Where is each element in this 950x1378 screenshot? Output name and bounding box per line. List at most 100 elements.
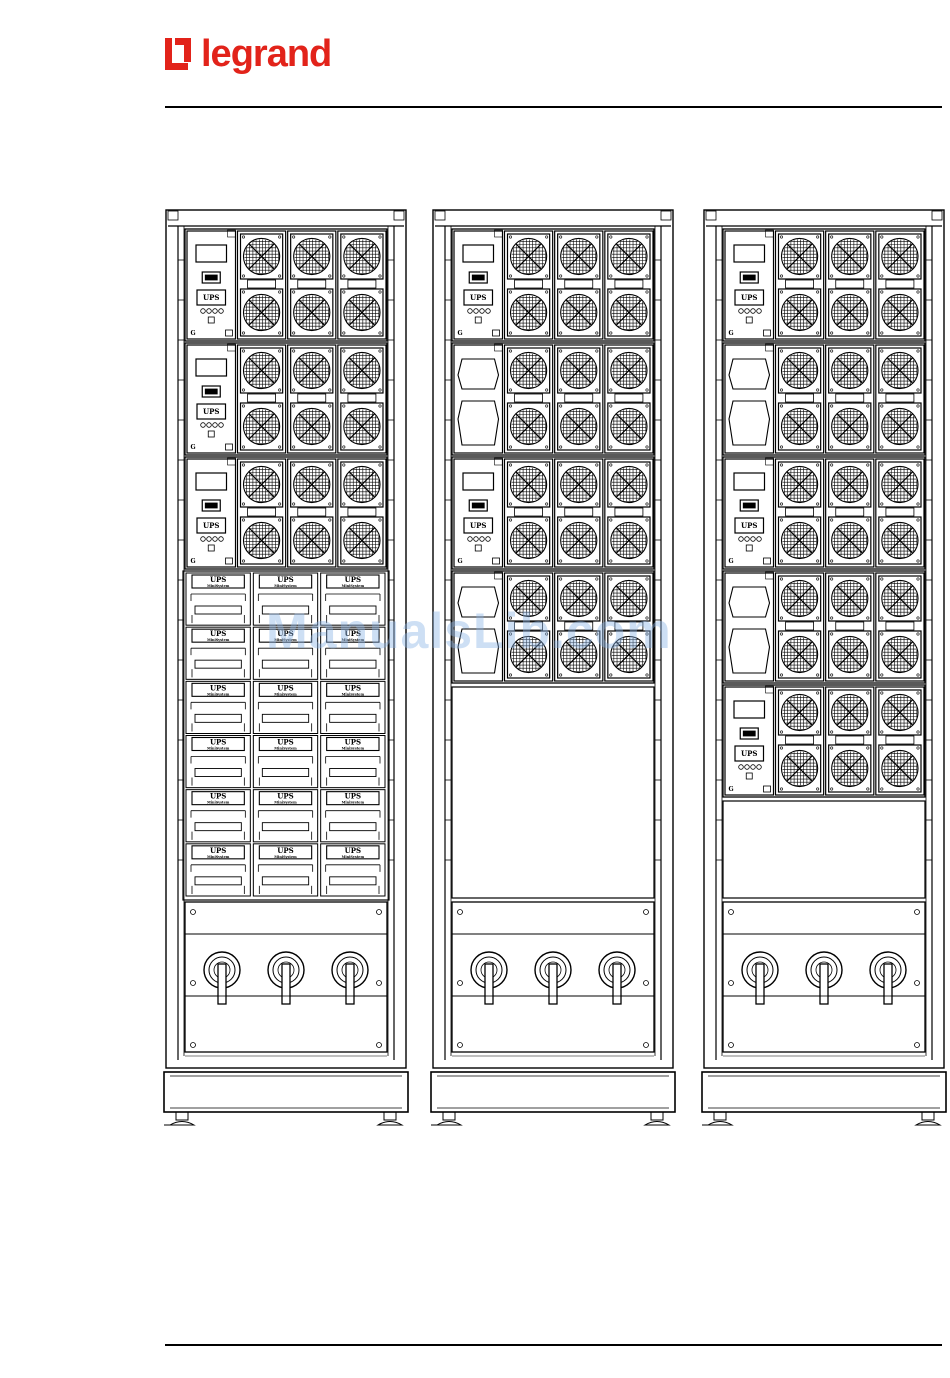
- blank-cover: [728, 400, 771, 446]
- switch-panel: [184, 901, 388, 1053]
- battery-label: UPS: [210, 683, 226, 692]
- battery-label: UPS: [210, 846, 226, 855]
- ups-blank-unit: [722, 342, 926, 456]
- blank-cover: [728, 628, 771, 674]
- svg-text:G: G: [190, 444, 195, 451]
- ups-module-label: UPS: [470, 293, 486, 302]
- battery-label: UPS: [345, 738, 361, 747]
- battery-label: UPS: [277, 792, 293, 801]
- isolator-switch: [869, 951, 907, 1005]
- battery-sublabel: MiniSystem: [274, 747, 297, 751]
- footer-rule: [165, 1344, 942, 1346]
- battery-sublabel: MiniSystem: [207, 855, 230, 859]
- watermark: ManualsLib.com: [266, 603, 672, 659]
- blank-cover: [728, 358, 771, 390]
- ups-power-unit: UPS G: [722, 456, 926, 570]
- blank-panel: [722, 800, 926, 899]
- header-rule: [165, 106, 942, 108]
- svg-text:G: G: [728, 786, 733, 793]
- ups-power-unit: UPS G: [451, 456, 655, 570]
- cabinet-plinth: [430, 1071, 676, 1126]
- battery-sublabel: MiniSystem: [274, 584, 297, 588]
- leveling-foot: [376, 1121, 404, 1126]
- battery-sublabel: MiniSystem: [342, 801, 365, 805]
- blank-cover: [457, 400, 500, 446]
- ups-blank-unit: [722, 570, 926, 684]
- battery-sublabel: MiniSystem: [274, 638, 297, 642]
- isolator-switch: [331, 951, 369, 1005]
- ups-module-label: UPS: [203, 521, 219, 530]
- isolator-switch: [741, 951, 779, 1005]
- blank-cover: [457, 358, 500, 390]
- switch-panel: [722, 901, 926, 1053]
- ups-module-label: UPS: [741, 749, 757, 758]
- battery-sublabel: MiniSystem: [207, 747, 230, 751]
- battery-sublabel: MiniSystem: [342, 692, 365, 696]
- leveling-foot: [435, 1121, 463, 1126]
- ups-cabinet-1: UPSGUPSGUPSGUPSMiniSystemUPSMiniSystemUP…: [163, 209, 409, 1126]
- battery-sublabel: MiniSystem: [274, 855, 297, 859]
- ups-module-label: UPS: [741, 293, 757, 302]
- blank-cover: [728, 586, 771, 618]
- battery-sublabel: MiniSystem: [342, 855, 365, 859]
- ups-module-label: UPS: [470, 521, 486, 530]
- battery-sublabel: MiniSystem: [274, 801, 297, 805]
- svg-text:G: G: [457, 558, 462, 565]
- svg-text:G: G: [457, 330, 462, 337]
- battery-label: UPS: [277, 846, 293, 855]
- leveling-foot: [643, 1121, 671, 1126]
- battery-sublabel: MiniSystem: [207, 584, 230, 588]
- legrand-logo-mark: [165, 36, 193, 72]
- battery-label: UPS: [277, 629, 293, 638]
- svg-text:G: G: [728, 330, 733, 337]
- blank-panel: [451, 686, 655, 899]
- ups-module-label: UPS: [741, 521, 757, 530]
- ups-module-label: UPS: [203, 293, 219, 302]
- leveling-foot: [914, 1121, 942, 1126]
- battery-sublabel: MiniSystem: [342, 638, 365, 642]
- battery-label: UPS: [345, 846, 361, 855]
- ups-cabinet-2: UPS G UPS G: [430, 209, 676, 1126]
- ups-power-unit: UPS G: [722, 684, 926, 798]
- legrand-logo-text: legrand: [201, 33, 332, 75]
- isolator-switch: [203, 951, 241, 1005]
- blank-cover: [457, 586, 500, 618]
- cabinet-frame: [703, 209, 945, 1069]
- ups-module-label: UPS: [203, 407, 219, 416]
- battery-label: UPS: [277, 683, 293, 692]
- ups-blank-unit: [451, 342, 655, 456]
- ups-power-unit: UPS G: [451, 228, 655, 342]
- cabinet-frame: [432, 209, 674, 1069]
- battery-label: UPS: [277, 575, 293, 584]
- battery-sublabel: MiniSystem: [274, 692, 297, 696]
- cabinet-plinth: [701, 1071, 947, 1126]
- battery-label: UPS: [210, 575, 226, 584]
- battery-sublabel: MiniSystem: [207, 801, 230, 805]
- svg-text:G: G: [190, 558, 195, 565]
- battery-label: UPS: [277, 738, 293, 747]
- cabinet-frame: [165, 209, 407, 1069]
- isolator-switch: [598, 951, 636, 1005]
- svg-text:G: G: [190, 330, 195, 337]
- isolator-switch: [267, 951, 305, 1005]
- isolator-switch: [470, 951, 508, 1005]
- cabinet-plinth: [163, 1071, 409, 1126]
- battery-label: UPS: [345, 792, 361, 801]
- battery-label: UPS: [210, 792, 226, 801]
- battery-sublabel: MiniSystem: [207, 692, 230, 696]
- leveling-foot: [168, 1121, 196, 1126]
- switch-panel: [451, 901, 655, 1053]
- isolator-switch: [805, 951, 843, 1005]
- battery-sublabel: MiniSystem: [207, 638, 230, 642]
- battery-sublabel: MiniSystem: [342, 584, 365, 588]
- battery-label: UPS: [210, 629, 226, 638]
- battery-sublabel: MiniSystem: [342, 747, 365, 751]
- ups-power-unit: UPS G: [184, 228, 388, 342]
- svg-text:G: G: [728, 558, 733, 565]
- battery-label: UPS: [345, 575, 361, 584]
- battery-label: UPS: [345, 683, 361, 692]
- legrand-logo: legrand: [165, 32, 332, 76]
- battery-section: UPSMiniSystemUPSMiniSystemUPSMiniSystemU…: [182, 570, 390, 901]
- blank-cover: [457, 628, 500, 674]
